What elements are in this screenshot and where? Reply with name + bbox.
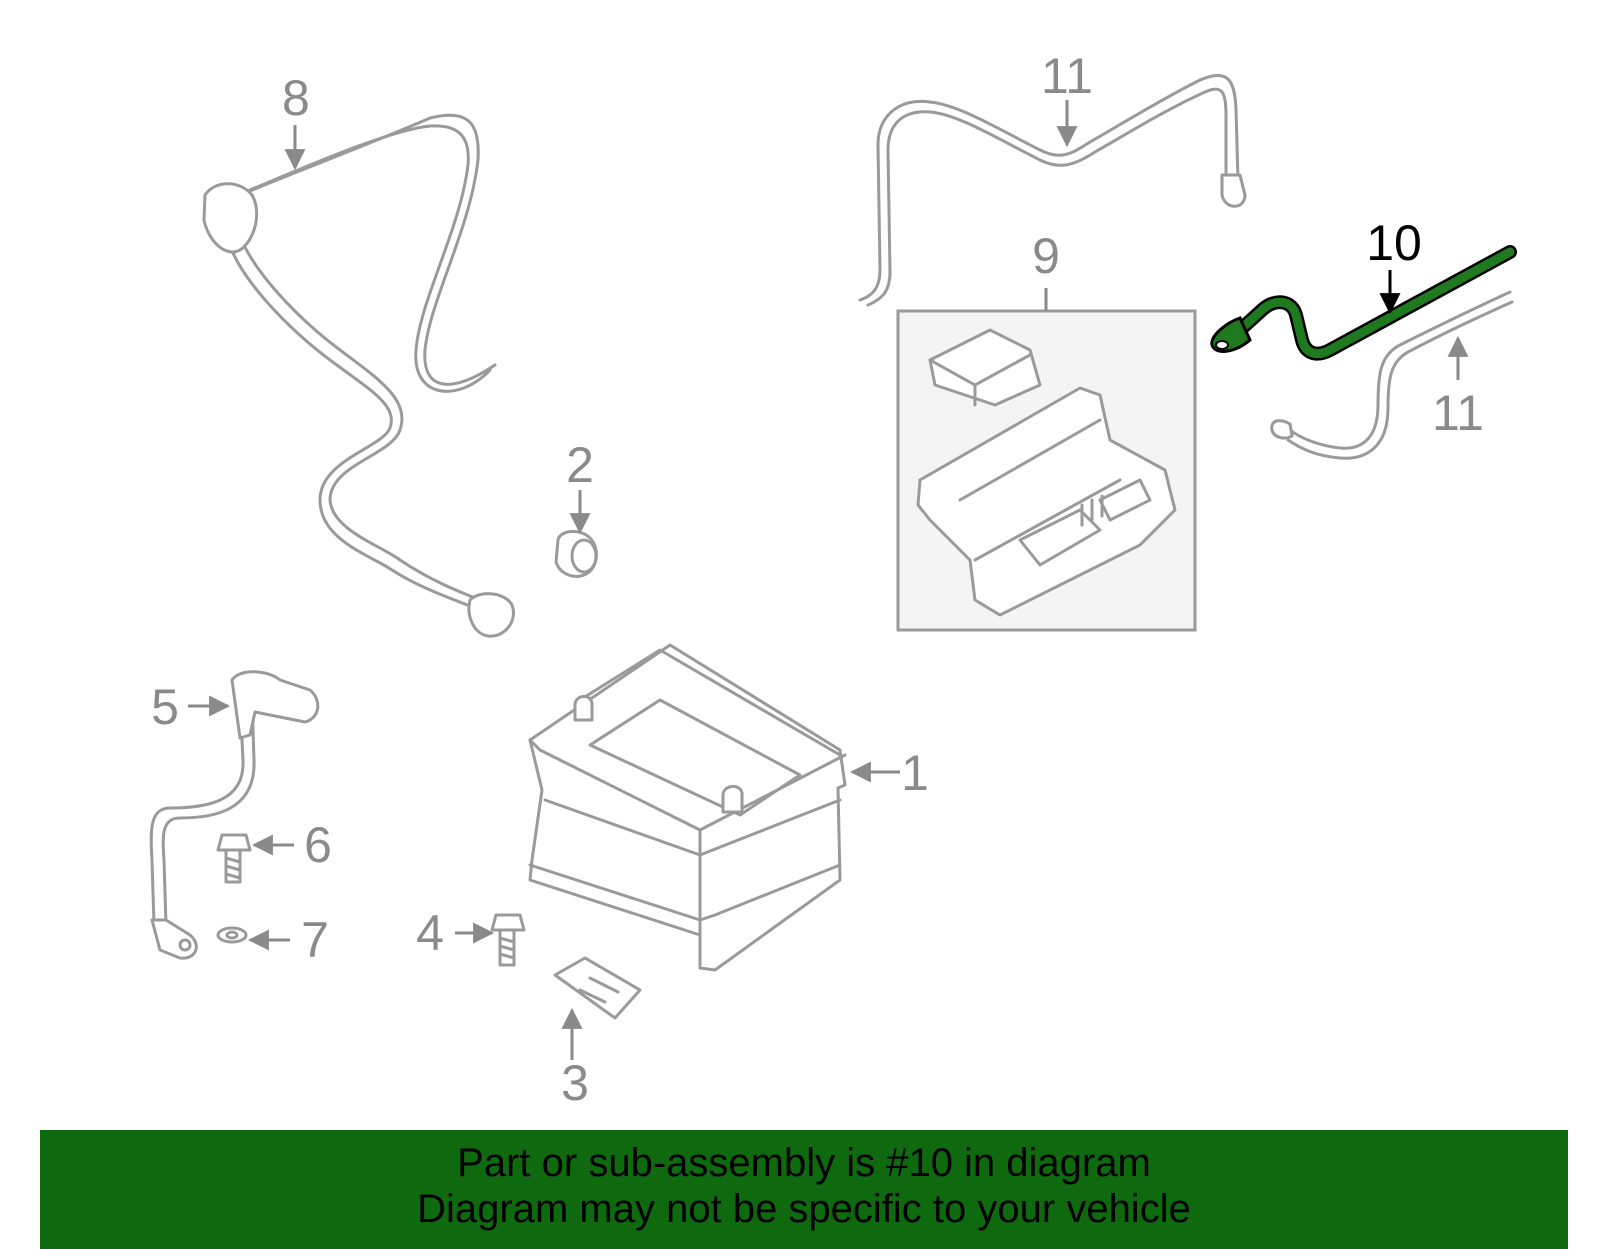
leader-lines (188, 100, 1469, 1060)
part-6-bolt[interactable] (216, 833, 252, 884)
part-1-battery[interactable] (528, 643, 847, 972)
callout-4: 4 (416, 905, 444, 961)
callout-11-upper: 11 (1041, 48, 1093, 104)
callout-9: 9 (1032, 228, 1060, 284)
callout-1: 1 (901, 745, 929, 801)
callout-7: 7 (301, 912, 329, 968)
part-2-terminal-cap[interactable] (554, 530, 598, 578)
banner-line-1: Part or sub-assembly is #10 in diagram (457, 1141, 1151, 1185)
part-11-upper-cable[interactable] (858, 73, 1247, 307)
part-11-lower-cable[interactable] (1270, 290, 1514, 460)
info-banner: Part or sub-assembly is #10 in diagram D… (40, 1130, 1568, 1249)
part-4-bolt[interactable] (490, 913, 526, 967)
callout-5: 5 (151, 679, 179, 735)
part-7-washer[interactable] (216, 926, 248, 944)
callout-3: 3 (561, 1055, 589, 1111)
banner-line-2: Diagram may not be specific to your vehi… (417, 1187, 1191, 1231)
part-5-ground-cable[interactable] (149, 670, 320, 960)
callout-10: 10 (1366, 215, 1422, 271)
callout-2: 2 (566, 437, 594, 493)
part-8-battery-cable[interactable] (202, 113, 515, 638)
callout-labels: 8 2 1 3 4 5 6 7 9 11 11 10 (151, 48, 1484, 1111)
part-9-fuse-box-assembly[interactable] (896, 309, 1197, 632)
callout-6: 6 (304, 817, 332, 873)
part-10-highlighted-cable[interactable] (1210, 245, 1517, 361)
callout-8: 8 (282, 70, 310, 126)
part-3-hold-down-bracket[interactable] (553, 956, 642, 1020)
callout-11-lower: 11 (1432, 385, 1484, 441)
